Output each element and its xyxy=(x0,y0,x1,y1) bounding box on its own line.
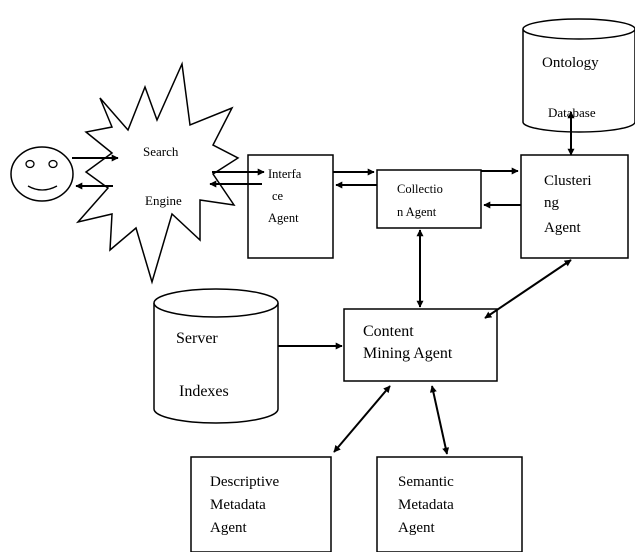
content-mining-agent-label-line-2: Mining Agent xyxy=(363,345,453,362)
collection-agent-node: Collectio n Agent xyxy=(376,169,482,229)
ontology-database-label-line-1: Ontology xyxy=(542,55,599,71)
semantic-metadata-agent-label-line-3: Agent xyxy=(398,520,435,536)
interface-agent-label-line-2: ce xyxy=(272,189,284,203)
smiley-face-icon xyxy=(10,146,74,202)
interface-agent-label-line-1: Interfa xyxy=(268,167,302,181)
semantic-metadata-agent-label-line-1: Semantic xyxy=(398,474,454,490)
content-mining-agent-node: Content Mining Agent xyxy=(343,308,498,382)
server-indexes-label-line-2: Indexes xyxy=(179,383,229,400)
collection-agent-label-line-2: n Agent xyxy=(397,205,437,219)
arrow-content-mining-agent-descriptive-metadata-agent xyxy=(333,385,391,453)
database-cylinder-icon xyxy=(522,29,635,133)
ontology-database-node: Ontology Database xyxy=(522,18,635,133)
descriptive-metadata-agent-label-line-1: Descriptive xyxy=(210,474,279,490)
semantic-metadata-agent-node: Semantic Metadata Agent xyxy=(376,456,523,552)
search-engine-node: Search Engine xyxy=(75,61,240,285)
semantic-metadata-agent-label-line-2: Metadata xyxy=(398,497,454,513)
clustering-agent-label-line-3: Agent xyxy=(544,220,581,236)
starburst-shape xyxy=(75,61,240,285)
collection-agent-label-line-1: Collectio xyxy=(397,182,443,196)
descriptive-metadata-agent-node: Descriptive Metadata Agent xyxy=(190,456,332,552)
user-node xyxy=(10,146,74,202)
server-indexes-node: Server Indexes xyxy=(153,288,279,424)
clustering-agent-node: Clusteri ng Agent xyxy=(520,154,629,259)
descriptive-metadata-agent-label-line-2: Metadata xyxy=(210,497,266,513)
clustering-agent-label-line-2: ng xyxy=(544,195,560,211)
interface-agent-node: Interfa ce Agent xyxy=(247,154,334,259)
interface-agent-label-line-3: Agent xyxy=(268,211,299,225)
search-engine-label-line-1: Search xyxy=(143,144,179,159)
clustering-agent-label-line-1: Clusteri xyxy=(544,173,592,189)
connectors xyxy=(72,111,575,455)
descriptive-metadata-agent-label-line-3: Agent xyxy=(210,520,247,536)
database-cylinder-icon xyxy=(153,303,279,424)
search-engine-label-line-2: Engine xyxy=(145,193,182,208)
server-indexes-label-line-1: Server xyxy=(176,330,218,347)
arrow-clustering-agent-content-mining-agent xyxy=(484,259,572,319)
arrow-content-mining-agent-semantic-metadata-agent xyxy=(429,385,450,455)
content-mining-agent-label-line-1: Content xyxy=(363,323,414,340)
